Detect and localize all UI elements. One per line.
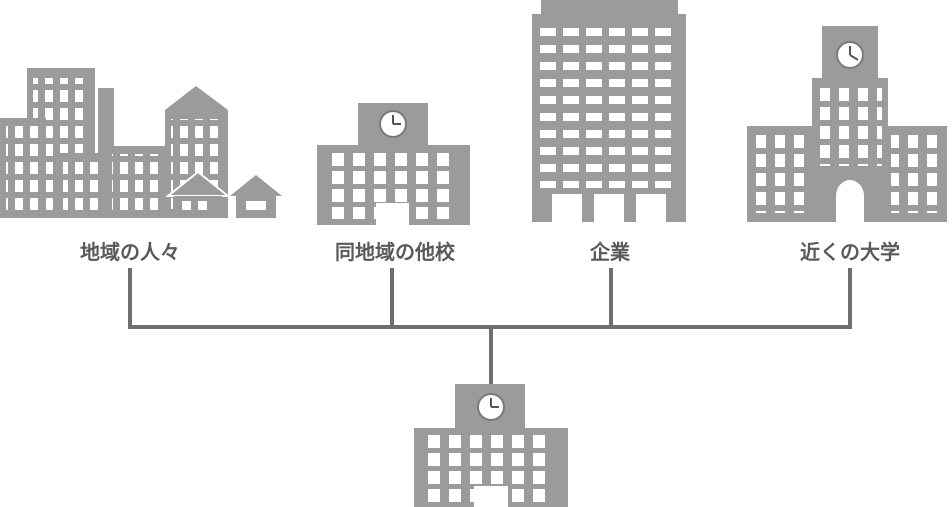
town-houses-icon bbox=[0, 68, 282, 218]
connector-lines bbox=[128, 268, 852, 386]
center-school-building-icon bbox=[414, 384, 568, 507]
university-clock-tower-icon bbox=[747, 26, 947, 222]
node-label-local-people: 地域の人々 bbox=[80, 240, 180, 264]
node-label-other-schools: 同地域の他校 bbox=[335, 240, 455, 264]
school-building-icon bbox=[317, 103, 470, 225]
node-label-university: 近くの大学 bbox=[800, 240, 900, 264]
node-label-companies: 企業 bbox=[590, 240, 630, 264]
office-tower-icon bbox=[532, 0, 686, 222]
